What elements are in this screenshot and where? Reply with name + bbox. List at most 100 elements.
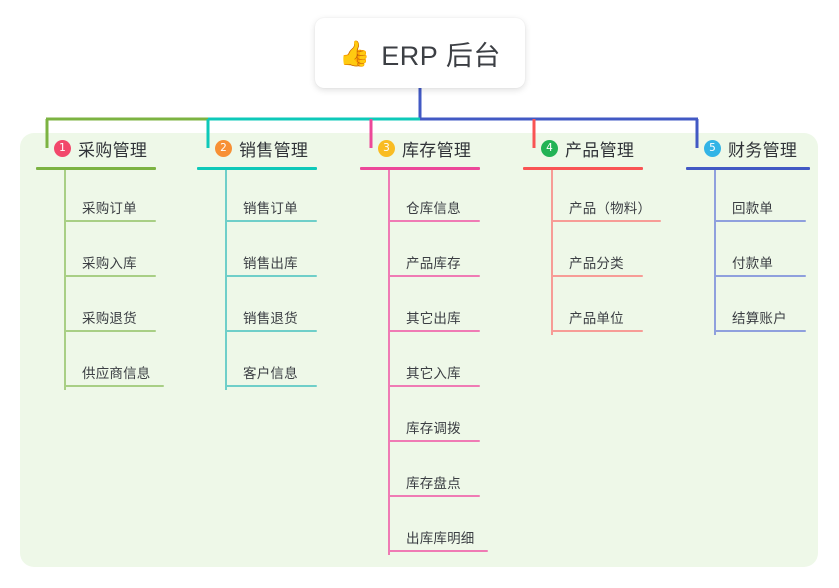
- branch-item-label: 回款单: [732, 201, 774, 216]
- branch-item-rule: [225, 275, 317, 277]
- branch-item-rule: [714, 220, 806, 222]
- branch-item-rule: [714, 330, 806, 332]
- branch-item-label: 付款单: [732, 256, 774, 271]
- branch-item-label: 销售订单: [243, 201, 298, 216]
- branch-item-rule: [64, 275, 156, 277]
- branch-item[interactable]: 仓库信息: [360, 170, 480, 225]
- root-node-label: ERP 后台: [381, 40, 501, 71]
- branch-badge-3: 3: [378, 139, 395, 157]
- branch-title-5: 财务管理: [728, 140, 798, 160]
- branch-item-rule: [388, 495, 480, 497]
- branch-item-label: 结算账户: [732, 311, 787, 326]
- branch-item-label: 产品（物料）: [569, 201, 652, 216]
- branch-item-label: 供应商信息: [82, 366, 151, 381]
- branch-header-1[interactable]: 1 采购管理: [36, 133, 156, 163]
- branch-item-label: 销售退货: [243, 311, 298, 326]
- branch-items-4: 产品（物料） 产品分类产品单位: [523, 170, 661, 335]
- branch-item-rule: [388, 220, 480, 222]
- branch-item-label: 库存调拨: [406, 421, 461, 436]
- branch-item-label: 产品库存: [406, 256, 461, 271]
- branch-item[interactable]: 库存调拨: [360, 390, 480, 445]
- branch-item[interactable]: 产品（物料）: [523, 170, 661, 225]
- branch-item[interactable]: 付款单: [686, 225, 810, 280]
- branch-spine-2: [225, 170, 227, 390]
- branch-title-4: 产品管理: [565, 140, 635, 160]
- root-node-card[interactable]: 👍 ERP 后台: [315, 18, 525, 88]
- branch-item-label: 产品单位: [569, 311, 624, 326]
- branch-badge-1: 1: [54, 139, 71, 157]
- branch-item-rule: [225, 385, 317, 387]
- branch-spine-1: [64, 170, 66, 390]
- branch-item-rule: [388, 330, 480, 332]
- branch-item[interactable]: 产品分类: [523, 225, 643, 280]
- branch-item-rule: [64, 220, 156, 222]
- branch-item[interactable]: 产品库存: [360, 225, 480, 280]
- branch-item[interactable]: 销售订单: [197, 170, 317, 225]
- branch-header-2[interactable]: 2 销售管理: [197, 133, 317, 163]
- branch-item[interactable]: 产品单位: [523, 280, 643, 335]
- branch-item-rule: [64, 385, 164, 387]
- branch-header-4[interactable]: 4 产品管理: [523, 133, 643, 163]
- branch-item[interactable]: 出库库明细: [360, 500, 488, 555]
- branch-item[interactable]: 采购入库: [36, 225, 156, 280]
- branch-column-1: 1 采购管理采购订单采购入库采购退货供应商信息: [36, 133, 164, 390]
- branch-item-label: 采购退货: [82, 311, 137, 326]
- branch-spine-5: [714, 170, 716, 335]
- branch-item-rule: [225, 220, 317, 222]
- branch-column-4: 4 产品管理产品（物料） 产品分类产品单位: [523, 133, 661, 335]
- branch-item-rule: [551, 275, 643, 277]
- branch-item[interactable]: 其它入库: [360, 335, 480, 390]
- branch-item-label: 采购订单: [82, 201, 137, 216]
- branch-item-label: 仓库信息: [406, 201, 461, 216]
- branch-item-label: 销售出库: [243, 256, 298, 271]
- branch-item[interactable]: 采购订单: [36, 170, 156, 225]
- branch-item[interactable]: 结算账户: [686, 280, 810, 335]
- root-node-content: 👍 ERP 后台: [339, 34, 501, 73]
- branch-items-1: 采购订单采购入库采购退货供应商信息: [36, 170, 164, 390]
- branch-title-2: 销售管理: [239, 140, 309, 160]
- branch-item-rule: [388, 550, 488, 552]
- branch-rule-1: [36, 167, 156, 170]
- branch-item-rule: [225, 330, 317, 332]
- branch-item[interactable]: 采购退货: [36, 280, 156, 335]
- branch-item[interactable]: 销售出库: [197, 225, 317, 280]
- branch-item[interactable]: 销售退货: [197, 280, 317, 335]
- branch-item-rule: [551, 330, 643, 332]
- branch-item[interactable]: 客户信息: [197, 335, 317, 390]
- branch-rule-3: [360, 167, 480, 170]
- branch-item-label: 客户信息: [243, 366, 298, 381]
- branch-item-label: 产品分类: [569, 256, 624, 271]
- branch-column-2: 2 销售管理销售订单销售出库销售退货客户信息: [197, 133, 317, 390]
- branch-header-3[interactable]: 3 库存管理: [360, 133, 480, 163]
- branch-item-rule: [551, 220, 661, 222]
- branch-item-label: 出库库明细: [406, 531, 475, 546]
- branch-item-rule: [714, 275, 806, 277]
- branch-badge-4: 4: [541, 139, 558, 157]
- branch-item[interactable]: 其它出库: [360, 280, 480, 335]
- branch-badge-2: 2: [215, 139, 232, 157]
- branch-title-1: 采购管理: [78, 140, 148, 160]
- branch-item-rule: [388, 440, 480, 442]
- branch-item-rule: [388, 275, 480, 277]
- branch-item[interactable]: 供应商信息: [36, 335, 164, 390]
- branch-item[interactable]: 库存盘点: [360, 445, 480, 500]
- branch-item-rule: [64, 330, 156, 332]
- branch-rule-4: [523, 167, 643, 170]
- thumbs-up-icon: 👍: [339, 38, 371, 68]
- branch-rule-5: [686, 167, 810, 170]
- branch-item[interactable]: 回款单: [686, 170, 810, 225]
- branch-title-3: 库存管理: [402, 140, 472, 160]
- branch-items-5: 回款单付款单结算账户: [686, 170, 810, 335]
- branch-spine-4: [551, 170, 553, 335]
- branch-item-label: 其它入库: [406, 366, 461, 381]
- branch-item-label: 采购入库: [82, 256, 137, 271]
- branch-column-3: 3 库存管理仓库信息产品库存其它出库其它入库库存调拨库存盘点出库库明细: [360, 133, 488, 555]
- branch-item-label: 库存盘点: [406, 476, 461, 491]
- branch-item-rule: [388, 385, 480, 387]
- branch-rule-2: [197, 167, 317, 170]
- branch-items-2: 销售订单销售出库销售退货客户信息: [197, 170, 317, 390]
- diagram-background-panel: [20, 133, 818, 567]
- branch-items-3: 仓库信息产品库存其它出库其它入库库存调拨库存盘点出库库明细: [360, 170, 488, 555]
